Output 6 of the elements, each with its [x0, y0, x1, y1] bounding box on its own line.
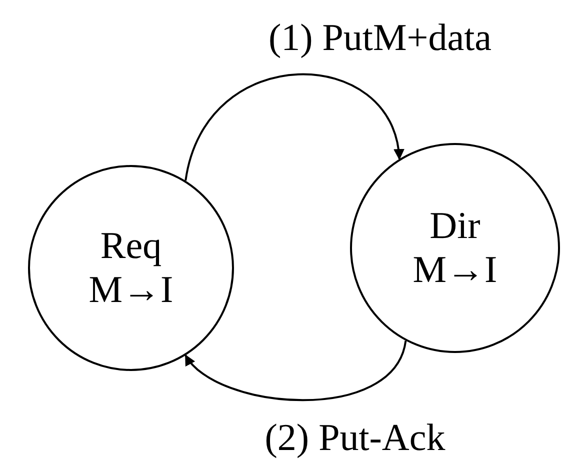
- state-name: Dir: [430, 204, 480, 248]
- state-transition: M→I: [412, 248, 498, 292]
- state-name: Req: [100, 224, 162, 268]
- arrow: [184, 340, 407, 402]
- arrow: [184, 73, 403, 181]
- state-transition: M→I: [88, 268, 174, 312]
